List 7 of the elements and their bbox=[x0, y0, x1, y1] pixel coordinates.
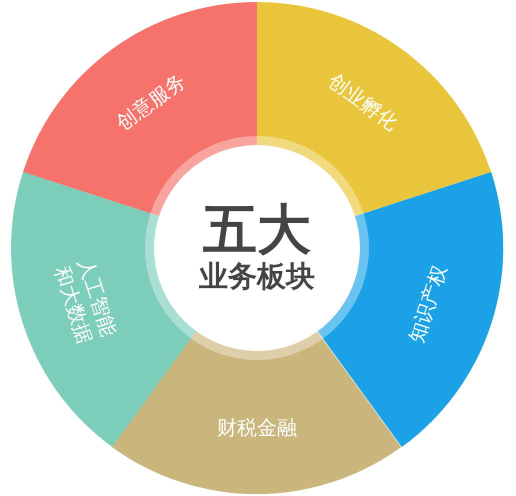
segment-label: 知识产权 bbox=[404, 262, 452, 346]
segment-label: 人工智能和大数据 bbox=[48, 255, 122, 348]
center-subtitle: 业务板块 bbox=[199, 258, 315, 294]
segment-label: 财税金融 bbox=[216, 415, 297, 440]
segment-label: 创意服务 bbox=[111, 68, 191, 136]
segment-label: 创业孵化 bbox=[323, 68, 402, 136]
center-title: 五大 bbox=[203, 202, 311, 259]
